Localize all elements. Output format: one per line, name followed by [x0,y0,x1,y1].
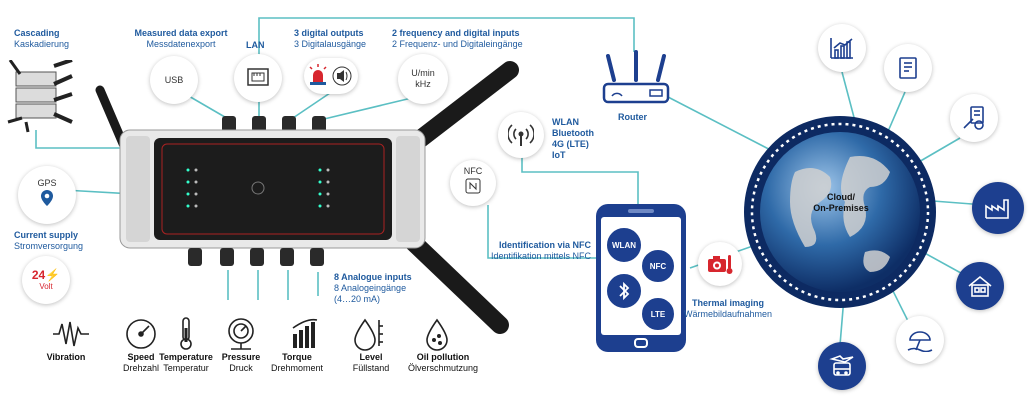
house-icon [968,275,992,297]
phone-home-button [634,338,648,348]
home-bubble [956,262,1004,310]
antenna-signal-icon [508,124,534,146]
sensor-icons [53,317,448,351]
nfc-id-label: Identification via NFC Identifikation mi… [490,240,591,261]
router-label: Router [618,112,647,122]
vibration-icon [53,321,89,347]
umin-bubble: U/min kHz [398,54,448,104]
phone-bluetooth-icon [605,272,643,310]
lan-label: LAN [246,40,265,50]
nfc-icon [465,178,481,194]
factory-icon [985,199,1009,219]
location-pin-icon [40,190,53,206]
ethernet-port-icon [247,68,269,86]
leisure-bubble [896,316,944,364]
smartphone: WLAN NFC LTE [596,204,686,352]
mobility-bubble [818,342,866,390]
router-icon [602,50,670,104]
thermal-camera-icon [708,255,733,274]
transport-icon [829,355,854,376]
factory-bubble [972,182,1024,234]
lightning-icon: ⚡ [45,267,61,282]
phone-nfc-icon: NFC [640,248,676,284]
voltage-bubble: 24⚡ Volt [22,256,70,304]
wireless-bubble [498,112,544,158]
cascading-label: Cascading Kaskadierung [14,28,70,49]
analytics-bubble [818,24,866,72]
phone-wlan-icon: WLAN [605,226,643,264]
phone-lte-icon: LTE [640,296,676,332]
chart-analytics-icon [830,38,853,59]
digital-outputs-label: 3 digital outputs 3 Digitalausgänge [294,28,367,49]
freq-inputs-label: 2 frequency and digital inputs 2 Frequen… [392,28,523,49]
maintenance-tools-icon [963,106,984,130]
analogue-label: 8 Analogue inputs 8 Analogeingänge (4…20… [334,272,412,304]
cloud-label: Cloud/ On-Premises [813,192,869,213]
pressure-gauge-icon [228,318,254,350]
gps-bubble: GPS [18,166,76,224]
thermometer-icon [180,317,192,350]
wireless-label: WLAN Bluetooth 4G (LTE) IoT [552,117,594,160]
maintenance-bubble [950,94,998,142]
level-drop-icon [354,318,383,351]
nfc-bubble: NFC [450,160,496,206]
outputs-bubble [304,58,358,94]
cloud-globe [744,116,936,308]
usb-bubble: USB [150,56,198,104]
report-bubble [884,44,932,92]
cascaded-devices-icon [7,60,73,133]
sensor-vibration: Vibration [46,352,86,362]
current-supply-label: Current supply Stromversorgung [14,230,84,251]
siren-speaker-icon [309,64,352,86]
main-device [95,61,519,334]
phone-speaker [628,209,654,213]
report-document-icon [899,57,917,79]
thermal-bubble [698,242,742,286]
export-label: Measured data export Messdatenexport [134,28,228,49]
lan-bubble [234,54,282,102]
beach-umbrella-icon [907,331,933,352]
speedometer-icon [126,319,156,349]
oil-drop-icon [426,318,448,351]
torque-chart-icon [292,318,318,348]
thermal-label: Thermal imaging Wärmebildaufnahmen [683,298,773,319]
